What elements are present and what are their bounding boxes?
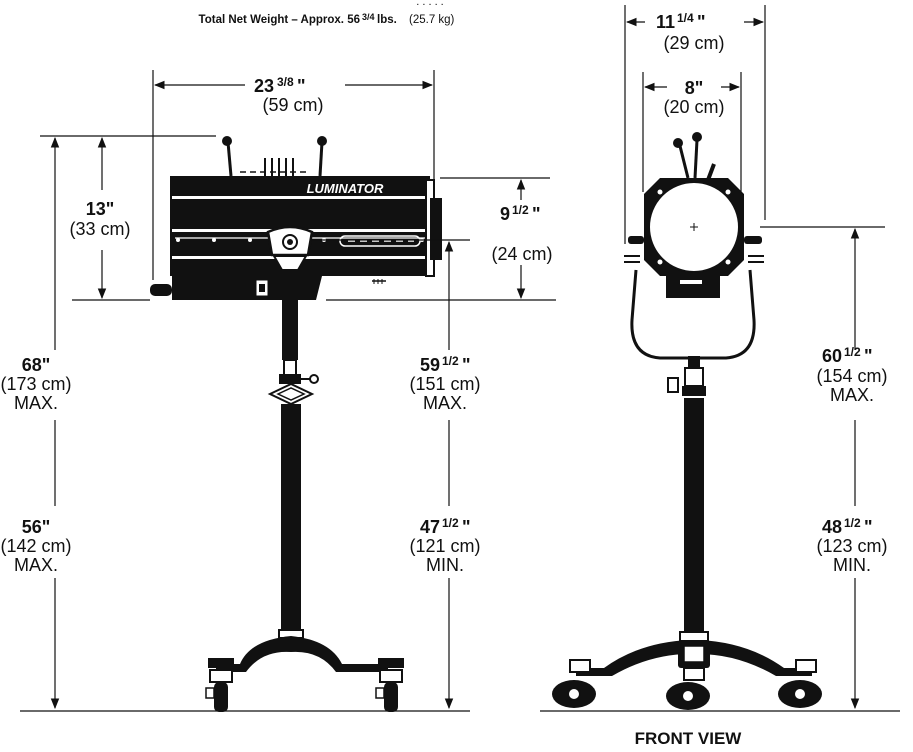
- front-max-center-note: MAX.: [830, 385, 874, 405]
- max-overall-note: MAX.: [14, 393, 58, 413]
- lens-height-metric: (24 cm): [491, 244, 552, 264]
- min-center-metric: (121 cm): [409, 536, 480, 556]
- side-view-labels: 23 3/8 " (59 cm) 13" (33 cm) 9 1/2 " (24…: [0, 75, 552, 575]
- svg-text:": ": [462, 355, 471, 375]
- weight-fraction: 3/4: [362, 12, 375, 22]
- front-min-center-metric: (123 cm): [816, 536, 887, 556]
- brand-logo: LUMINATOR: [307, 181, 384, 196]
- min-overall-metric: (142 cm): [0, 536, 71, 556]
- max-overall-value: 68": [22, 355, 51, 375]
- outer-width-fraction: 1/4: [677, 11, 694, 25]
- caster-wheel: [552, 659, 596, 708]
- side-view-spotlight: LUMINATOR: [150, 136, 442, 300]
- weight-metric: (25.7 kg): [409, 14, 455, 26]
- front-min-center-whole: 48: [822, 517, 842, 537]
- max-center-note: MAX.: [423, 393, 467, 413]
- header-partial-line: . . . . .: [416, 0, 444, 8]
- max-center-fraction: 1/2: [442, 354, 459, 368]
- knob-icon: [692, 132, 702, 142]
- front-min-center-fraction: 1/2: [844, 516, 861, 530]
- min-center-note: MIN.: [426, 555, 464, 575]
- min-center-fraction: 1/2: [442, 516, 459, 530]
- lens-height-whole: 9: [500, 204, 510, 224]
- max-center-whole: 59: [420, 355, 440, 375]
- svg-text:": ": [297, 76, 306, 96]
- inner-width-metric: (20 cm): [663, 97, 724, 117]
- knob-icon: [222, 136, 232, 146]
- min-overall-value: 56": [22, 517, 51, 537]
- lens-height-fraction: 1/2: [512, 203, 529, 217]
- outer-width-metric: (29 cm): [663, 33, 724, 53]
- front-view-dimension-lines: [540, 5, 900, 712]
- housing-height-metric: (33 cm): [69, 219, 130, 239]
- side-view-stand: [205, 270, 404, 712]
- min-center-whole: 47: [420, 517, 440, 537]
- front-max-center-fraction: 1/2: [844, 345, 861, 359]
- caster-wheel: [666, 667, 710, 710]
- knob-icon: [317, 136, 327, 146]
- length-whole: 23: [254, 76, 274, 96]
- front-max-center-metric: (154 cm): [816, 366, 887, 386]
- weight-unit: lbs.: [377, 14, 397, 26]
- front-view-spotlight: [624, 132, 764, 360]
- svg-text:": ": [697, 12, 706, 32]
- outer-width-whole: 11: [656, 12, 675, 32]
- length-metric: (59 cm): [262, 95, 323, 115]
- svg-text:": ": [532, 204, 541, 224]
- inner-width-value: 8": [685, 78, 704, 98]
- max-overall-metric: (173 cm): [0, 374, 71, 394]
- min-overall-note: MAX.: [14, 555, 58, 575]
- knob-icon: [673, 138, 683, 148]
- svg-text:": ": [864, 346, 873, 366]
- weight-label: Total Net Weight – Approx. 56: [199, 14, 360, 26]
- svg-text:": ": [462, 517, 471, 537]
- front-max-center-whole: 60: [822, 346, 842, 366]
- front-min-center-note: MIN.: [833, 555, 871, 575]
- housing-height-value: 13": [86, 199, 115, 219]
- length-fraction: 3/8: [277, 75, 294, 89]
- max-center-metric: (151 cm): [409, 374, 480, 394]
- front-view-labels: 11 1/4 " (29 cm) 8" (20 cm) 60 1/2 " (15…: [635, 11, 888, 748]
- side-view-dimension-lines: [20, 70, 556, 712]
- svg-text:": ": [864, 517, 873, 537]
- caster-wheel: [778, 659, 822, 708]
- front-view-title: FRONT VIEW: [635, 729, 743, 748]
- front-view-stand: [552, 356, 822, 710]
